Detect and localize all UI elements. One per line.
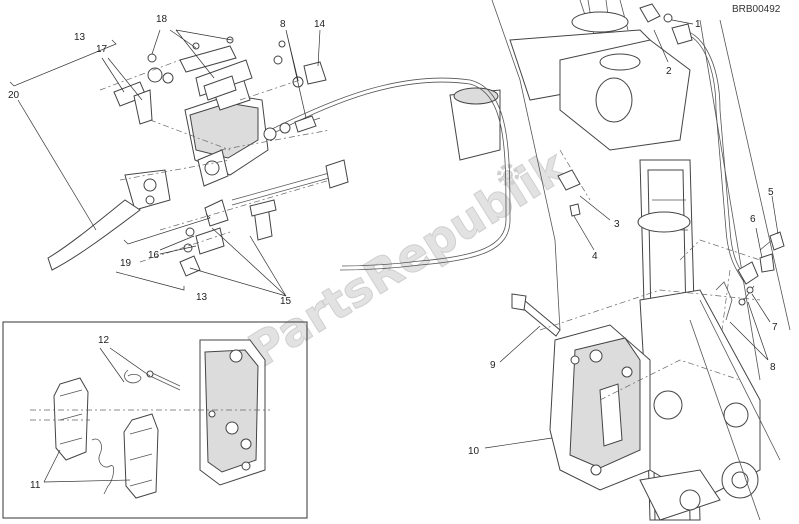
- callout-6: 6: [750, 214, 756, 225]
- callout-19: 19: [120, 258, 132, 269]
- callout-7: 7: [772, 322, 778, 333]
- brackets: [9, 39, 211, 291]
- watermark: PartsRepublik: [239, 138, 578, 378]
- callout-15: 15: [280, 296, 292, 307]
- callout-5: 5: [768, 187, 774, 198]
- leader-lines: [17, 19, 779, 483]
- callout-10: 10: [468, 446, 480, 457]
- callouts: 1 2 3 4 5 6 7 8 9 10 11 12 13 13 14 15 1…: [8, 14, 778, 491]
- diagram-code: BRB00492: [732, 4, 781, 15]
- callout-12: 12: [98, 335, 110, 346]
- callout-8-top: 8: [280, 19, 286, 30]
- caliper-hose: [679, 29, 773, 321]
- center-lines: [30, 59, 761, 421]
- brake-lever: [47, 169, 171, 271]
- lever-pivot-parts: [179, 159, 349, 277]
- callout-17: 17: [96, 44, 108, 55]
- callout-11: 11: [30, 480, 41, 491]
- callout-16: 16: [148, 250, 160, 261]
- front-fork: [449, 0, 791, 521]
- callout-13-bottom: 13: [196, 292, 208, 303]
- callout-1: 1: [695, 19, 701, 30]
- front-caliper: [549, 324, 651, 491]
- callout-18: 18: [156, 14, 168, 25]
- callout-9: 9: [490, 360, 496, 371]
- pads-inset: [2, 321, 308, 519]
- watermark-gear-icon: [497, 164, 519, 186]
- watermark-text: PartsRepublik: [239, 138, 577, 377]
- callout-13-top: 13: [74, 32, 86, 43]
- master-cylinder: [113, 36, 327, 187]
- callout-3: 3: [614, 219, 620, 230]
- callout-2: 2: [666, 66, 672, 77]
- callout-4: 4: [592, 251, 598, 262]
- callout-8-right: 8: [770, 362, 776, 373]
- callout-14: 14: [314, 19, 326, 30]
- hose-fittings: [557, 3, 785, 306]
- callout-20: 20: [8, 90, 20, 101]
